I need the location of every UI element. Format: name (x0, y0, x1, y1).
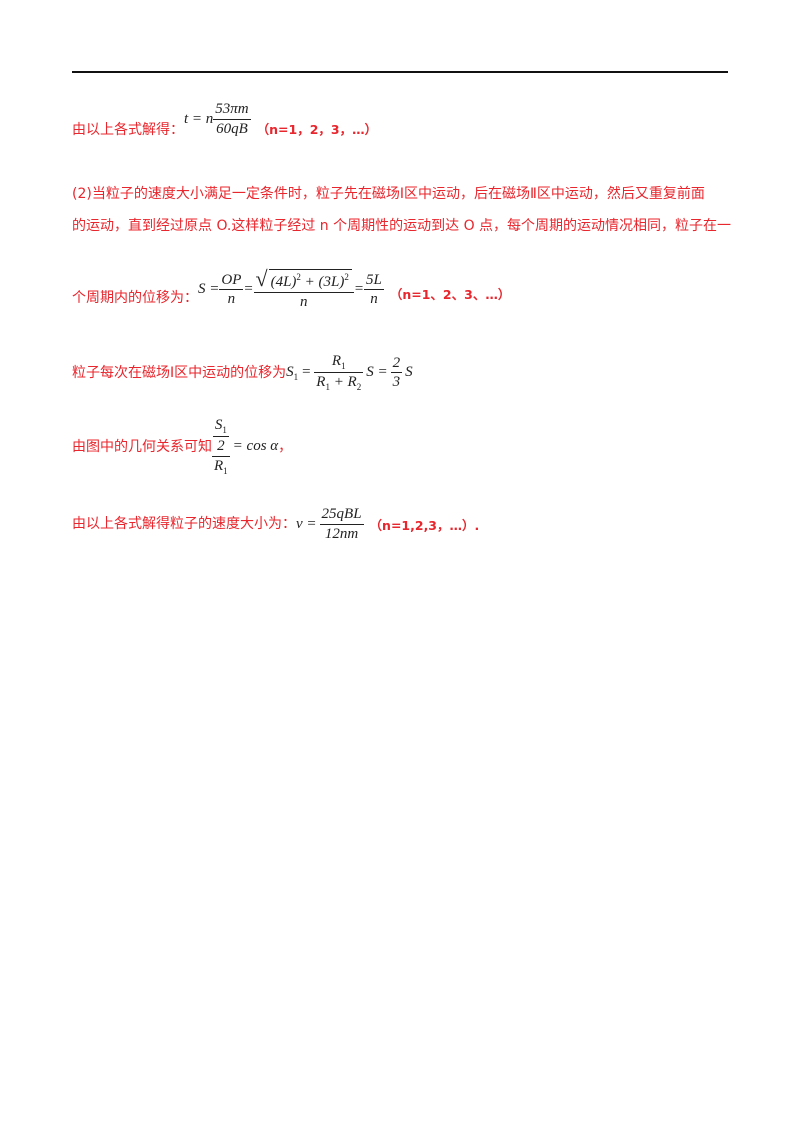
sqrt-icon: √ (255, 266, 268, 291)
sqrt-term-b: + (3L) (304, 274, 345, 290)
velocity-num: 25qBL (321, 506, 362, 522)
line-geometry: 由图中的几何关系可知 S1 2 R1 = cos α ， (72, 416, 292, 477)
zone1-den-r1-sub: 1 (325, 382, 330, 393)
sqrt-term-a-exp: 2 (296, 272, 301, 282)
displacement-fraction-3: 5L n (364, 271, 384, 310)
velocity-lhs: v = (296, 515, 317, 532)
geometry-s1: S1 (213, 416, 229, 436)
zone1-den-r1: R (316, 374, 326, 391)
line-time-result: 由以上各式解得： t = n 53πm 60qB （n=1，2，3，…） (72, 100, 377, 139)
geometry-suffix: ， (278, 438, 293, 455)
geometry-rhs: = cos α (232, 438, 279, 455)
time-fraction-num: 53πm (215, 101, 249, 117)
paragraph-part2: (2)当粒子的速度大小满足一定条件时，粒子先在磁场Ⅰ区中运动，后在磁场Ⅱ区中运动… (72, 178, 732, 242)
displacement-lhs: S = (198, 281, 220, 298)
displacement-f2-den: n (253, 291, 354, 312)
displacement-f1-num: OP (221, 271, 242, 288)
displacement-eq2: = (353, 281, 365, 298)
geometry-r1: R1 (212, 456, 230, 477)
line-displacement-period: 个周期内的位移为： S = OP n = √(4L)2 + (3L)2 n = … (72, 268, 510, 312)
geometry-half-s1: S1 2 (212, 416, 229, 456)
geometry-r1-sub: 1 (223, 466, 228, 476)
sqrt-term-a: (4L) (270, 274, 297, 290)
sqrt-term-b-exp: 2 (344, 272, 349, 282)
line-displacement-zone1: 粒子每次在磁场Ⅰ区中运动的位移为 S1 = R1 R1 + R2 S = 2 3… (72, 352, 413, 394)
zone1-formula: S1 = R1 R1 + R2 S = 2 3 S (286, 352, 412, 394)
zone1-tail: S (405, 364, 413, 381)
geometry-s1-sub: 1 (222, 425, 227, 435)
zone1-f2-den: 3 (390, 372, 403, 391)
time-fraction: 53πm 60qB (213, 100, 251, 139)
velocity-range-note: （n=1,2,3，…）. (369, 517, 480, 533)
displacement-f1-den: n (219, 289, 244, 309)
velocity-formula: v = 25qBL 12nm (296, 505, 364, 544)
line-velocity-prefix: 由以上各式解得粒子的速度大小为： (72, 516, 296, 533)
geometry-formula: S1 2 R1 = cos α (212, 416, 278, 477)
time-formula-lhs: t = n (184, 110, 214, 127)
header-rule (72, 71, 728, 73)
sqrt-content: (4L)2 + (3L)2 (268, 269, 352, 292)
velocity-fraction: 25qBL 12nm (319, 505, 364, 544)
line-zone1-prefix: 粒子每次在磁场Ⅰ区中运动的位移为 (72, 364, 287, 381)
displacement-f3-den: n (364, 289, 384, 309)
zone1-lhs-s: S (286, 363, 294, 380)
displacement-f3-num: 5L (366, 271, 382, 288)
displacement-fraction-1: OP n (219, 271, 244, 310)
paragraph-part2-line2: 的运动，直到经过原点 O.这样粒子经过 n 个周期性的运动到达 O 点，每个周期… (72, 218, 732, 234)
displacement-fraction-2: √(4L)2 + (3L)2 n (253, 268, 354, 312)
velocity-den: 12nm (319, 523, 364, 544)
zone1-num-sub: 1 (341, 361, 346, 371)
time-range-note: （n=1，2，3，…） (256, 121, 378, 137)
paragraph-part2-line1: (2)当粒子的速度大小满足一定条件时，粒子先在磁场Ⅰ区中运动，后在磁场Ⅱ区中运动… (72, 186, 705, 202)
geometry-r1-r: R (214, 458, 224, 474)
displacement-f2-num: √(4L)2 + (3L)2 (254, 268, 354, 292)
zone1-den-r2: + R (333, 374, 357, 391)
time-fraction-den: 60qB (213, 118, 251, 139)
displacement-formula: S = OP n = √(4L)2 + (3L)2 n = 5L n (198, 268, 384, 312)
geometry-s1-s: S (214, 417, 223, 433)
line-velocity-result: 由以上各式解得粒子的速度大小为： v = 25qBL 12nm （n=1,2,3… (72, 505, 479, 544)
zone1-f2-num: 2 (392, 354, 401, 371)
line-geometry-prefix: 由图中的几何关系可知 (72, 438, 212, 455)
zone1-lhs: S1 (286, 364, 298, 382)
zone1-lhs-sub: 1 (293, 371, 299, 382)
zone1-den: R1 + R2 (314, 372, 364, 393)
displacement-eq1: = (243, 281, 254, 298)
zone1-fraction-radius: R1 R1 + R2 (314, 352, 364, 394)
line-displacement-prefix: 个周期内的位移为： (72, 289, 198, 306)
zone1-den-r2-sub: 2 (356, 382, 362, 393)
geometry-compound-fraction: S1 2 R1 (212, 416, 230, 477)
zone1-num: R1 (314, 352, 363, 372)
time-formula: t = n 53πm 60qB (184, 100, 251, 139)
zone1-mid: S = (366, 364, 388, 381)
line-time-prefix: 由以上各式解得： (72, 122, 184, 139)
displacement-range-note: （n=1、2、3、…） (389, 287, 511, 303)
geometry-top-fraction: S1 2 (212, 416, 230, 456)
zone1-num-r: R (331, 353, 342, 369)
zone1-eq: = (301, 364, 312, 381)
geometry-two: 2 (212, 436, 229, 456)
zone1-fraction-two-thirds: 2 3 (390, 354, 403, 393)
